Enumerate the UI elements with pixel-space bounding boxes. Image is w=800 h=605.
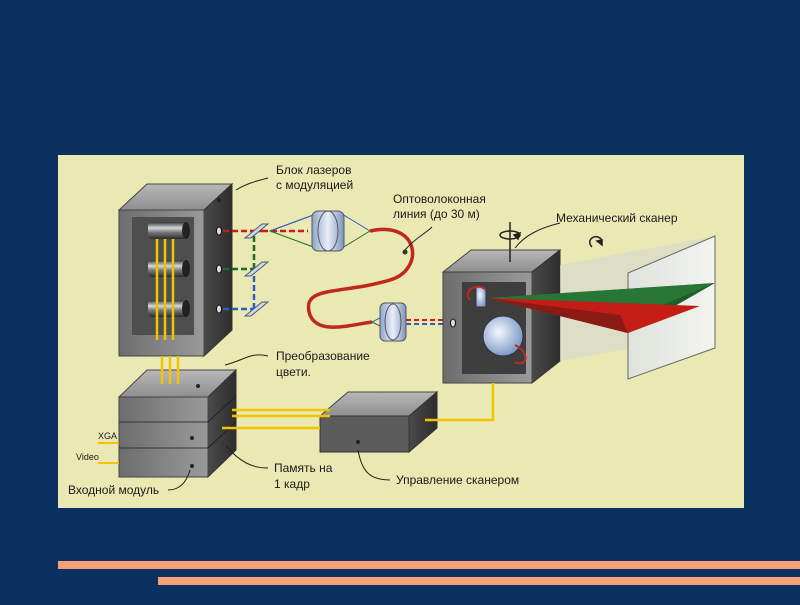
dichroic-mirrors (243, 223, 270, 317)
label-conversion-2: цвети. (276, 365, 311, 379)
label-memory-2: 1 кадр (274, 477, 310, 491)
collimating-lens (371, 302, 448, 342)
scanner-unit (441, 248, 562, 385)
laser-exit-ports (216, 226, 222, 314)
laser-tube-red (148, 222, 190, 239)
laser-block (117, 182, 234, 358)
label-input-module: Входной модуль (68, 483, 159, 497)
label-laser-block-2: с модуляцией (276, 178, 353, 192)
projection-beam (488, 283, 715, 333)
label-video: Video (76, 452, 99, 462)
label-mech-scanner: Механический сканер (556, 211, 678, 225)
label-scanner-control: Управление сканером (396, 473, 519, 487)
polygon-mirror (482, 315, 524, 357)
laser-tube-blue (148, 300, 190, 317)
label-fiber: Оптоволоконная (393, 192, 486, 206)
decorative-stripe-top (58, 561, 800, 569)
label-conversion: Преобразование (276, 349, 370, 363)
label-xga: XGA (98, 431, 117, 441)
laser-tube-green (148, 260, 190, 277)
input-module (117, 368, 238, 479)
scanner-control-box (318, 390, 439, 454)
label-memory: Память на (274, 461, 333, 475)
galvo-mirror (475, 286, 487, 308)
label-laser-block: Блок лазеров (276, 163, 351, 177)
decorative-stripe-bottom (158, 577, 800, 585)
label-fiber-2: линия (до 30 м) (393, 207, 480, 221)
rotation-arrow-icon (499, 222, 522, 262)
scan-rotation-icon (589, 235, 603, 248)
focusing-lens (268, 210, 371, 252)
